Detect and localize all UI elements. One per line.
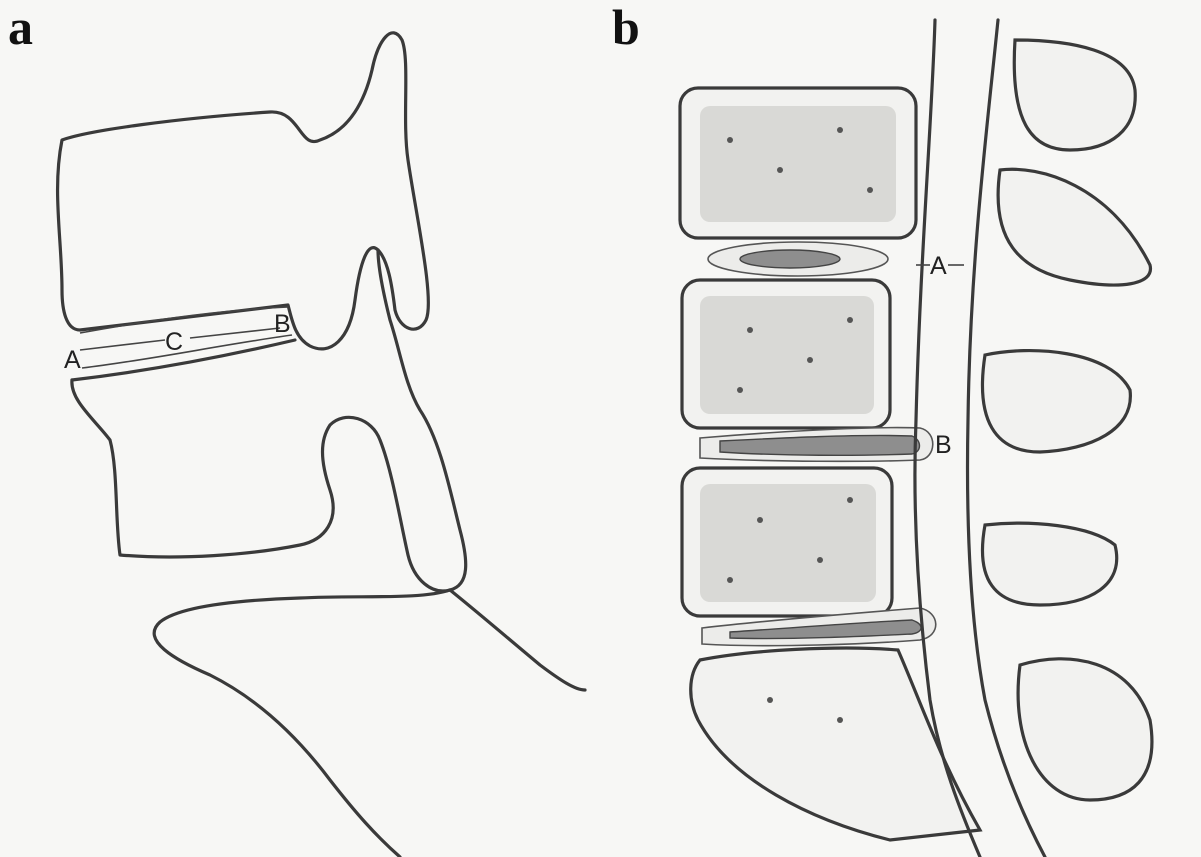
sacrum-right-edge [450,590,585,690]
label-c: C [165,328,183,356]
label-a: A [930,252,947,280]
measure-line-cb [190,328,280,338]
posterior-element-3 [982,351,1130,452]
label-b: B [935,431,952,459]
label-a: A [64,346,81,374]
panel-a-diagram: A B C [0,0,590,857]
posterior-element-2 [998,169,1150,285]
posterior-element-1 [1014,40,1135,150]
lower-vertebra-top [72,340,295,380]
measure-line-ac [80,340,165,350]
panel-a: a A B C [0,0,590,857]
panel-b-diagram: A B [590,0,1201,857]
vertebral-body-4 [691,648,980,840]
sacrum-outline [154,590,450,857]
lower-vertebra [72,250,466,591]
disc-line-top [80,307,288,333]
posterior-element-4 [982,523,1116,605]
panel-b: b A B [590,0,1201,857]
upper-vertebra [58,33,429,349]
posterior-element-5 [1018,659,1152,800]
label-b: B [274,310,291,338]
